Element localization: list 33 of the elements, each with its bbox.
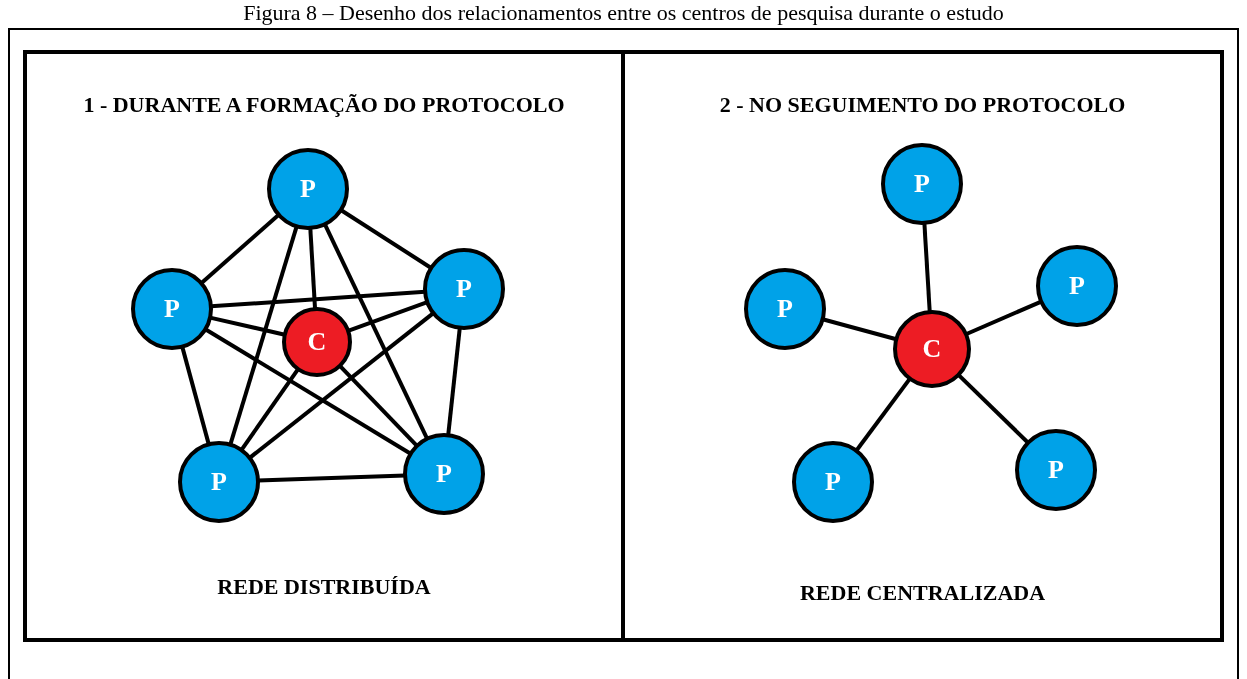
node-circle: P bbox=[403, 433, 485, 515]
connector-line bbox=[854, 377, 912, 452]
panel-heading: 2 - NO SEGUIMENTO DO PROTOCOLO bbox=[718, 92, 1127, 118]
connector-line bbox=[339, 208, 433, 270]
connector-line bbox=[228, 225, 299, 446]
connector-line bbox=[323, 223, 429, 440]
node-circle: P bbox=[881, 143, 963, 225]
connector-line bbox=[347, 300, 428, 333]
connector-line bbox=[239, 367, 300, 452]
connector-line bbox=[204, 327, 412, 456]
figure-title: Figura 8 – Desenho dos relacionamentos entre os centros de pesquisa durante o estudo bbox=[242, 0, 1005, 26]
node-circle: P bbox=[1015, 429, 1097, 511]
connector-line bbox=[446, 327, 462, 436]
node-circle: P bbox=[423, 248, 505, 330]
connector-line bbox=[338, 364, 419, 448]
node-circle: P bbox=[792, 441, 874, 523]
connector-line bbox=[308, 227, 318, 310]
panel-heading: 1 - DURANTE A FORMAÇÃO DO PROTOCOLO bbox=[82, 92, 566, 118]
connector-line bbox=[199, 213, 281, 285]
connector-line bbox=[922, 222, 932, 313]
connector-line bbox=[822, 317, 897, 342]
panel-caption: REDE DISTRIBUÍDA bbox=[216, 574, 432, 600]
node-circle: P bbox=[1036, 245, 1118, 327]
node-circle: P bbox=[131, 268, 213, 350]
connector-line bbox=[180, 346, 211, 445]
panel-caption: REDE CENTRALIZADA bbox=[798, 580, 1047, 606]
node-circle: P bbox=[267, 148, 349, 230]
connector-line bbox=[957, 373, 1030, 445]
node-circle: P bbox=[178, 441, 260, 523]
node-circle: C bbox=[893, 310, 971, 388]
connector-line bbox=[248, 311, 435, 460]
node-circle: P bbox=[744, 268, 826, 350]
node-circle: C bbox=[282, 307, 352, 377]
